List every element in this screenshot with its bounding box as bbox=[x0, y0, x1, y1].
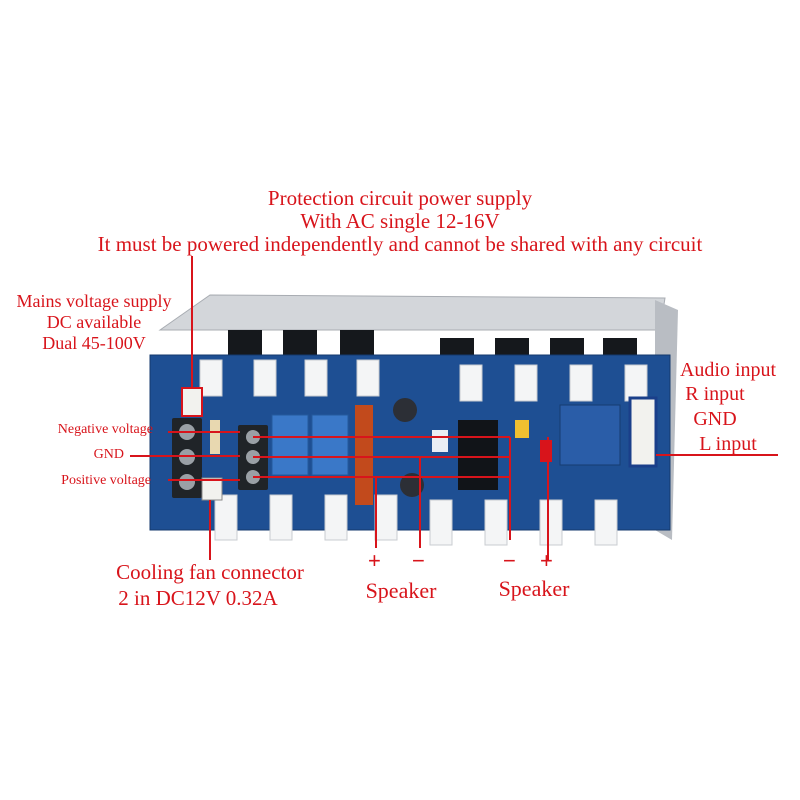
protection-note: It must be powered independently and can… bbox=[97, 232, 703, 256]
protection-title: Protection circuit power supply bbox=[267, 186, 533, 210]
fan-connector-title: Cooling fan connector bbox=[116, 560, 304, 584]
negative-voltage-label: Negative voltage bbox=[57, 422, 153, 437]
speaker-left-plus: + bbox=[368, 548, 381, 573]
fan-connector-spec: 2 in DC12V 0.32A bbox=[118, 586, 278, 610]
speaker-right-plus: + bbox=[540, 548, 553, 573]
relay-1 bbox=[271, 414, 309, 476]
mains-dual-voltage: Dual 45-100V bbox=[42, 333, 146, 353]
transistor-bodies-top bbox=[199, 359, 648, 402]
fan-connector bbox=[201, 477, 223, 501]
protection-ac-spec: With AC single 12-16V bbox=[300, 209, 500, 233]
mains-dc: DC available bbox=[46, 312, 142, 332]
audio-r-input: R input bbox=[685, 383, 745, 405]
speaker-right-label: Speaker bbox=[498, 576, 570, 601]
audio-input-connector bbox=[628, 396, 658, 468]
small-components bbox=[210, 404, 621, 466]
speaker-left-minus: − bbox=[412, 548, 425, 573]
heatsink-top bbox=[158, 294, 666, 331]
audio-gnd: GND bbox=[693, 408, 737, 430]
positive-voltage-label: Positive voltage bbox=[61, 473, 151, 488]
audio-input-title: Audio input bbox=[679, 359, 777, 381]
relay-2 bbox=[311, 414, 349, 476]
gnd-terminal-label: GND bbox=[93, 447, 124, 462]
protection-power-connector bbox=[181, 387, 203, 417]
mains-title: Mains voltage supply bbox=[16, 291, 172, 311]
speaker-left-label: Speaker bbox=[365, 578, 437, 603]
capacitor-1 bbox=[393, 398, 417, 422]
capacitor-2 bbox=[400, 473, 424, 497]
driver-transistors bbox=[458, 420, 498, 490]
leader-lines bbox=[130, 256, 778, 560]
speaker-right-minus: − bbox=[503, 548, 516, 573]
transistor-bodies-bottom bbox=[214, 494, 618, 546]
inductor bbox=[355, 405, 373, 505]
audio-l-input: L input bbox=[699, 433, 757, 455]
